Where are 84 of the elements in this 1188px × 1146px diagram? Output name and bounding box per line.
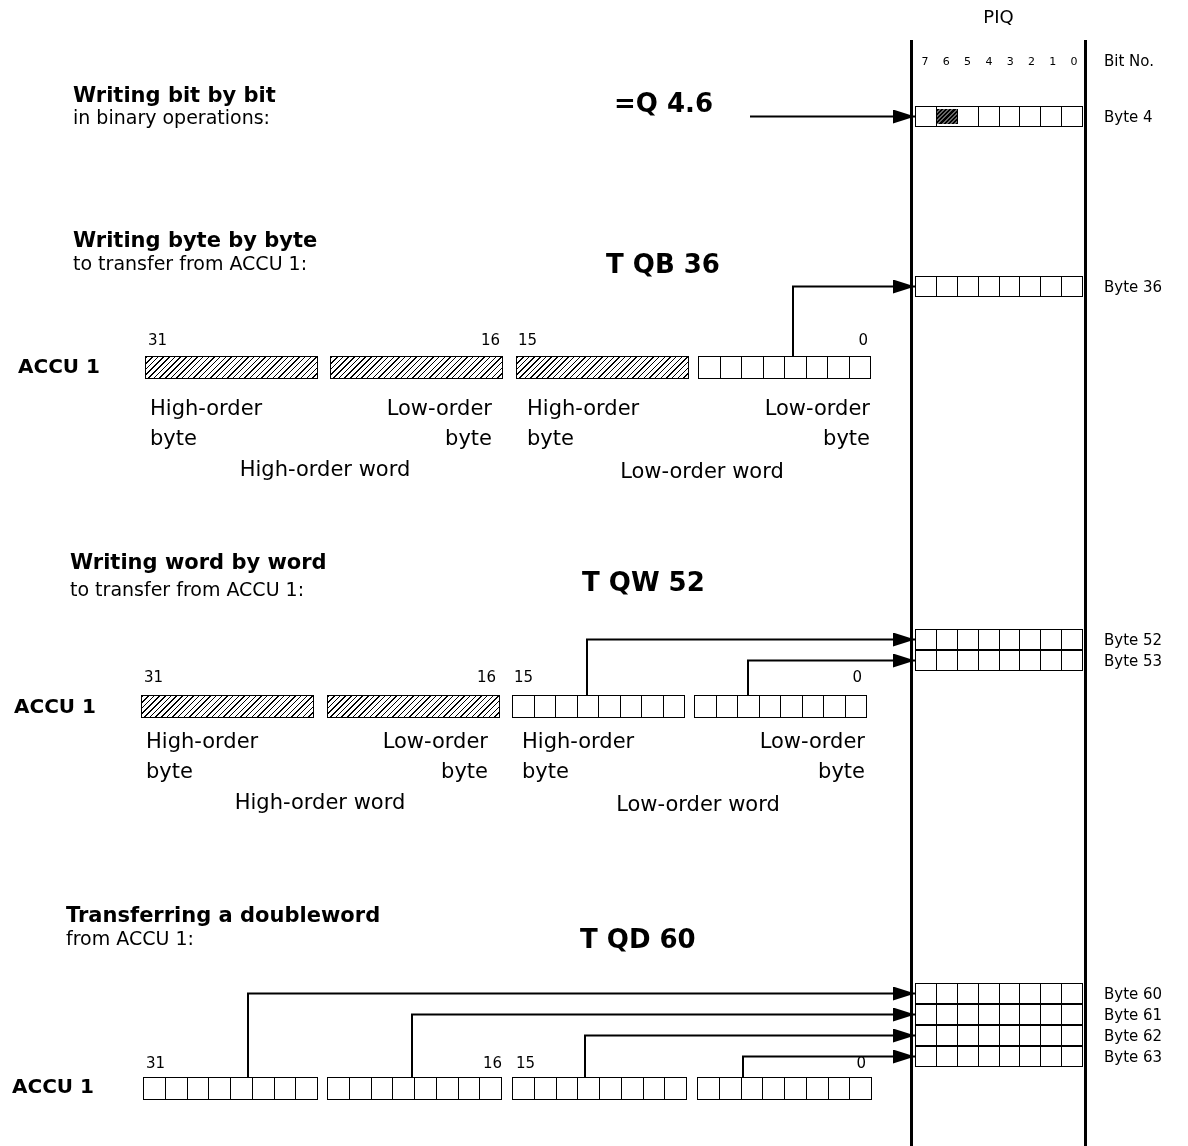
byte-label: Low-order byte <box>381 728 488 786</box>
register-label: ACCU 1 <box>18 354 100 378</box>
byte-cell-bar <box>915 650 1083 671</box>
arrow <box>411 1007 916 1078</box>
word-label: Low-order word <box>615 792 781 818</box>
byte-cell-bar <box>915 1025 1083 1046</box>
arrow <box>747 653 916 696</box>
section-heading: Transferring a doubleword <box>66 903 381 929</box>
bit-number: 5 <box>963 55 973 69</box>
column-heading: PIQ <box>982 6 1015 27</box>
hatched-byte-bar <box>145 356 318 379</box>
arrow <box>247 986 916 1078</box>
byte-label: Byte 52 <box>1104 630 1163 649</box>
section-heading: Writing word by word <box>70 550 327 576</box>
byte-cell-bar <box>698 356 871 379</box>
bit-index: 16 <box>475 668 496 686</box>
hatched-byte-bar <box>327 695 500 718</box>
byte-label: Low-order byte <box>385 395 492 453</box>
register-label: ACCU 1 <box>14 694 96 718</box>
section-subheading: from ACCU 1: <box>66 927 194 950</box>
byte-label: Low-order byte <box>763 395 870 453</box>
byte-cell-bar <box>143 1077 318 1100</box>
byte-label: Byte 60 <box>1104 984 1163 1003</box>
section-heading: Writing byte by byte <box>73 228 318 254</box>
word-label: High-order word <box>233 790 407 816</box>
hatched-byte-bar <box>516 356 689 379</box>
bit-index: 15 <box>516 1054 536 1072</box>
byte-label: Byte 61 <box>1104 1005 1163 1024</box>
bit-index: 0 <box>857 331 868 349</box>
section-subheading: in binary operations: <box>73 106 270 129</box>
bit-number: 4 <box>984 55 994 69</box>
bit-index: 15 <box>514 668 534 686</box>
bit-index: 16 <box>479 331 500 349</box>
instruction-text: T QD 60 <box>580 924 696 956</box>
byte-label: Byte 36 <box>1104 277 1163 296</box>
byte-cell-bar <box>694 695 867 718</box>
byte-cell-bar <box>915 106 1083 127</box>
byte-label: High-order byte <box>527 395 641 453</box>
bit-number: 3 <box>1005 55 1015 69</box>
bit-index: 16 <box>481 1054 502 1072</box>
bit-number: 0 <box>1069 55 1079 69</box>
byte-label: High-order byte <box>150 395 264 453</box>
hatched-byte-bar <box>141 695 314 718</box>
byte-label: Byte 4 <box>1104 107 1153 126</box>
bit-index: 31 <box>148 331 168 349</box>
bit-index: 31 <box>146 1054 166 1072</box>
arrow <box>586 632 916 696</box>
instruction-text: T QB 36 <box>606 249 720 281</box>
arrow <box>749 109 916 124</box>
section-heading: Writing bit by bit <box>73 83 276 109</box>
section-subheading: to transfer from ACCU 1: <box>70 578 305 601</box>
byte-cell-bar <box>327 1077 502 1100</box>
arrow <box>584 1028 916 1078</box>
byte-cell-bar <box>915 629 1083 650</box>
column-label: Bit No. <box>1104 52 1154 70</box>
byte-label: Byte 62 <box>1104 1026 1163 1045</box>
word-label: Low-order word <box>619 459 785 485</box>
instruction-text: T QW 52 <box>582 567 705 599</box>
byte-label: Byte 63 <box>1104 1047 1163 1066</box>
byte-cell-bar <box>915 983 1083 1004</box>
bit-index: 15 <box>518 331 538 349</box>
byte-label: Low-order byte <box>758 728 865 786</box>
byte-label: Byte 53 <box>1104 651 1163 670</box>
byte-label: High-order byte <box>146 728 260 786</box>
hatched-byte-bar <box>330 356 503 379</box>
byte-cell-bar <box>512 1077 687 1100</box>
bit-number: 7 <box>920 55 930 69</box>
bit-number: 1 <box>1048 55 1058 69</box>
arrow <box>792 279 916 357</box>
word-label: High-order word <box>238 457 412 483</box>
bit-index: 0 <box>851 668 862 686</box>
byte-label: High-order byte <box>522 728 636 786</box>
bit-number: 2 <box>1027 55 1036 69</box>
byte-cell-bar <box>915 1046 1083 1067</box>
byte-cell-bar <box>512 695 685 718</box>
byte-cell-bar <box>697 1077 872 1100</box>
register-label: ACCU 1 <box>12 1074 94 1098</box>
bit-index: 31 <box>144 668 164 686</box>
arrow <box>742 1049 916 1078</box>
bit-number: 6 <box>941 55 951 69</box>
instruction-text: =Q 4.6 <box>614 86 750 120</box>
byte-cell-bar <box>915 276 1083 297</box>
section-subheading: to transfer from ACCU 1: <box>73 252 308 275</box>
byte-cell-bar <box>915 1004 1083 1025</box>
